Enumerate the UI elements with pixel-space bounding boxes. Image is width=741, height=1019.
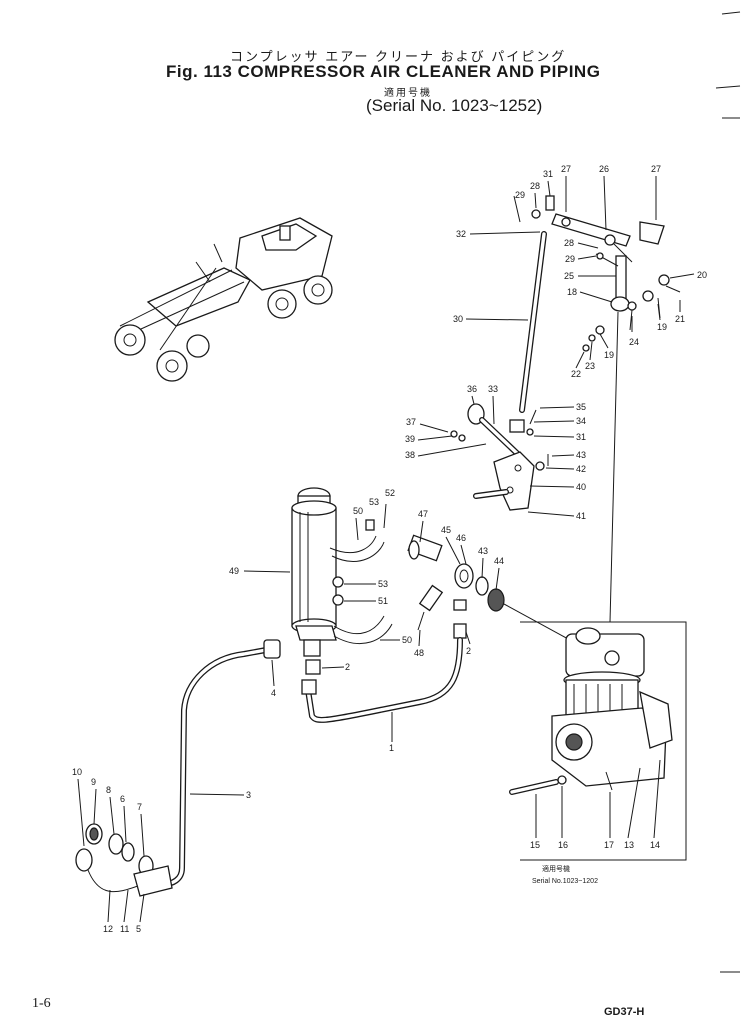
callout-31: 31 bbox=[576, 432, 586, 442]
callout-23: 23 bbox=[585, 361, 595, 371]
callout-12: 12 bbox=[103, 924, 113, 934]
callout-25: 25 bbox=[564, 271, 574, 281]
callout-9: 9 bbox=[91, 777, 96, 787]
callout-44: 44 bbox=[494, 556, 504, 566]
callout-21: 21 bbox=[675, 314, 685, 324]
callout-29: 29 bbox=[515, 190, 525, 200]
callout-43: 43 bbox=[576, 450, 586, 460]
serial-range: (Serial No. 1023~1252) bbox=[366, 96, 543, 115]
air-compressor bbox=[509, 627, 673, 795]
callout-3: 3 bbox=[246, 790, 251, 800]
callout-22: 22 bbox=[571, 369, 581, 379]
inset-serial-label: Serial No.1023~1202 bbox=[532, 878, 598, 885]
valve-group bbox=[407, 534, 571, 641]
margin-marks bbox=[715, 11, 741, 973]
callout-43: 43 bbox=[478, 546, 488, 556]
piping-assembly bbox=[75, 637, 463, 897]
callout-19: 19 bbox=[604, 350, 614, 360]
callout-5: 5 bbox=[136, 924, 141, 934]
callout-7: 7 bbox=[137, 802, 142, 812]
callout-50: 50 bbox=[402, 635, 412, 645]
callout-52: 52 bbox=[385, 488, 395, 498]
callout-6: 6 bbox=[120, 794, 125, 804]
callout-8: 8 bbox=[106, 785, 111, 795]
callout-34: 34 bbox=[576, 416, 586, 426]
callout-53: 53 bbox=[378, 579, 388, 589]
callout-39: 39 bbox=[405, 434, 415, 444]
callout-14: 14 bbox=[650, 840, 660, 850]
callout-46: 46 bbox=[456, 533, 466, 543]
page-number: 1-6 bbox=[32, 996, 51, 1011]
air-cleaner-assembly bbox=[291, 487, 393, 645]
callout-15: 15 bbox=[530, 840, 540, 850]
callout-36: 36 bbox=[467, 384, 477, 394]
callout-28: 28 bbox=[530, 181, 540, 191]
callout-1: 1 bbox=[389, 743, 394, 753]
callout-28: 28 bbox=[564, 238, 574, 248]
callout-50: 50 bbox=[353, 506, 363, 516]
callout-19: 19 bbox=[657, 322, 667, 332]
linkage-assembly bbox=[513, 186, 681, 623]
callout-26: 26 bbox=[599, 164, 609, 174]
callout-labels: 27 26 27 31 28 29 32 28 29 25 20 18 30 1… bbox=[72, 164, 707, 934]
callout-20: 20 bbox=[697, 270, 707, 280]
callout-4: 4 bbox=[271, 688, 276, 698]
callout-29: 29 bbox=[565, 254, 575, 264]
callout-2: 2 bbox=[345, 662, 350, 672]
callout-30: 30 bbox=[453, 314, 463, 324]
leader-lines bbox=[77, 175, 695, 923]
callout-49: 49 bbox=[229, 566, 239, 576]
callout-38: 38 bbox=[405, 450, 415, 460]
callout-17: 17 bbox=[604, 840, 614, 850]
figure-title: Fig. 113 COMPRESSOR AIR CLEANER AND PIPI… bbox=[166, 62, 601, 81]
callout-37: 37 bbox=[406, 417, 416, 427]
figure-title-japanese: コンプレッサ エアー クリーナ および パイピング bbox=[230, 49, 567, 64]
callout-2: 2 bbox=[466, 646, 471, 656]
grader-thumbnail bbox=[114, 217, 333, 382]
callout-32: 32 bbox=[456, 229, 466, 239]
callout-51: 51 bbox=[378, 596, 388, 606]
callout-10: 10 bbox=[72, 767, 82, 777]
callout-27: 27 bbox=[561, 164, 571, 174]
lever-bracket-assembly bbox=[450, 403, 549, 511]
callout-35: 35 bbox=[576, 402, 586, 412]
serial-label-japanese: 適用号機 bbox=[384, 88, 432, 99]
callout-53: 53 bbox=[369, 497, 379, 507]
callout-31: 31 bbox=[543, 169, 553, 179]
inset-label-japanese: 適用号機 bbox=[542, 866, 570, 873]
callout-13: 13 bbox=[624, 840, 634, 850]
callout-47: 47 bbox=[418, 509, 428, 519]
callout-48: 48 bbox=[414, 648, 424, 658]
callout-33: 33 bbox=[488, 384, 498, 394]
callout-11: 11 bbox=[120, 924, 129, 934]
model-code: GD37-H bbox=[604, 1006, 645, 1018]
callout-41: 41 bbox=[576, 511, 586, 521]
callout-40: 40 bbox=[576, 482, 586, 492]
callout-27: 27 bbox=[651, 164, 661, 174]
callout-16: 16 bbox=[558, 840, 568, 850]
callout-18: 18 bbox=[567, 287, 577, 297]
inset-border bbox=[520, 621, 687, 861]
callout-24: 24 bbox=[629, 337, 639, 347]
callout-42: 42 bbox=[576, 464, 586, 474]
callout-45: 45 bbox=[441, 525, 451, 535]
